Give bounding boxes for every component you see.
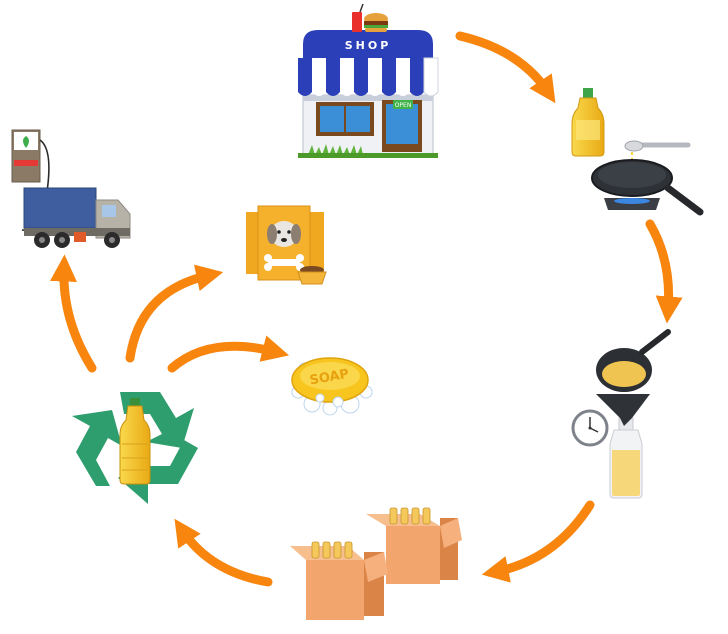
arrow-boxes-to-recycle [174, 518, 273, 587]
shop-sign-text: SHOP [345, 39, 392, 52]
arrow-shop-to-cooking [455, 31, 556, 104]
open-sign-text: OPEN [395, 102, 412, 109]
shipping-boxes-icon [290, 507, 462, 620]
recycle-icon [72, 392, 198, 504]
soap-icon: SOAP [291, 357, 373, 416]
arrow-cooking-to-collection [645, 219, 683, 324]
arrow-recycle-to-soap [167, 335, 290, 373]
burger-drink-icon [352, 3, 388, 32]
arrow-collection-to-boxes [481, 500, 595, 583]
arrow-recycle-to-truck [49, 254, 97, 373]
oil-collection-icon [571, 329, 671, 499]
delivery-truck-icon [11, 129, 131, 248]
pet-food-icon [246, 205, 327, 285]
open-sign [393, 100, 413, 109]
soap-text: SOAP [309, 367, 351, 389]
shop-icon: OPEN SHOP [298, 3, 439, 158]
cooking-oil-pan-icon [571, 88, 704, 216]
arrow-recycle-to-petfood [125, 264, 224, 363]
